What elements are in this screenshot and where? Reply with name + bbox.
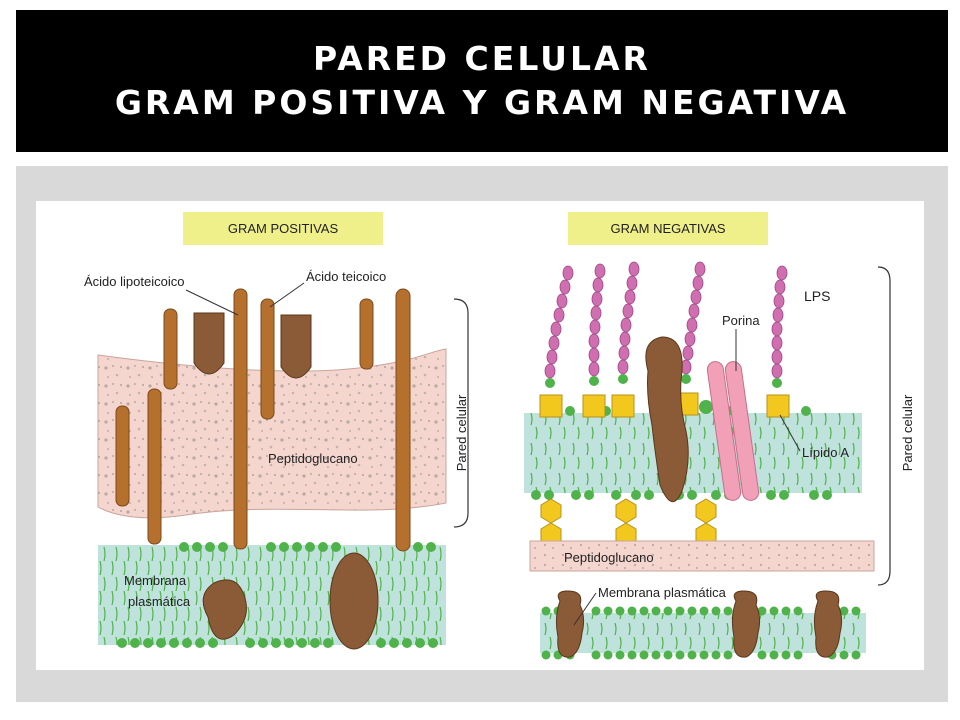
gram-positive-panel: GRAM POSITIVAS — [84, 212, 469, 650]
gram-negative-panel: GRAM NEGATIVAS — [524, 212, 915, 660]
gram-negative-header-bg — [568, 212, 768, 245]
gram-positive-membrane-label-2: plasmática — [128, 594, 191, 609]
lipoteichoic-pointer — [185, 289, 239, 316]
gram-positive-peptidoglycan-label: Peptidoglucano — [268, 451, 358, 466]
gram-positive-membrane-label-1: Membrana — [124, 573, 187, 588]
membrane-proteins — [202, 552, 379, 650]
teichoic-acid-label: Ácido teicoico — [306, 269, 386, 284]
gram-negative-membrane-label: Membrana plasmática — [598, 585, 727, 600]
lps-chain-2 — [588, 263, 606, 377]
lipoteichoic-acid-label: Ácido lipoteicoico — [84, 274, 184, 289]
gram-negative-peptidoglycan-label: Peptidoglucano — [564, 550, 654, 565]
gram-negative-header: GRAM NEGATIVAS — [610, 221, 725, 236]
gram-positive-header: GRAM POSITIVAS — [228, 221, 339, 236]
membrane-outer-heads — [179, 542, 436, 552]
peptidoglycan-layer — [97, 348, 447, 519]
gram-negative-wall-label: Pared celular — [900, 394, 915, 471]
lipid-a-pointer — [779, 414, 801, 452]
lps-label: LPS — [804, 288, 830, 304]
gram-positive-header-bg — [183, 212, 383, 245]
cell-wall-diagram: GRAM POSITIVAS — [36, 201, 924, 670]
teichoic-pointer — [269, 282, 305, 308]
outer-membrane — [524, 413, 862, 493]
lps-core-circles — [545, 374, 782, 388]
diagram-svg: GRAM POSITIVAS — [84, 212, 915, 660]
teichoic-acid-rods — [115, 288, 411, 552]
lps-chains — [544, 261, 788, 379]
lps-chain-1 — [544, 265, 574, 379]
plasma-membrane — [98, 545, 446, 645]
title-banner: PARED CELULAR GRAM POSITIVA Y GRAM NEGAT… — [16, 10, 948, 152]
gram-negative-wall-bracket — [877, 266, 891, 586]
title-line-1: PARED CELULAR — [313, 39, 651, 78]
title-line-2: GRAM POSITIVA Y GRAM NEGATIVA — [114, 83, 850, 122]
membrane-pointer — [573, 592, 597, 626]
plasma-membrane-proteins — [555, 590, 843, 658]
lps-chain-4 — [680, 261, 706, 375]
lipid-a-label: Lípido A — [802, 445, 849, 460]
outer-membrane-protein — [645, 336, 689, 502]
lps-chain-5 — [771, 265, 788, 379]
gram-positive-wall-label: Pared celular — [454, 394, 469, 471]
porin — [706, 361, 760, 501]
porin-label: Porina — [722, 313, 760, 328]
teichoic-acid-blocks — [193, 312, 312, 379]
lipoprotein-hexagons — [540, 498, 717, 548]
membrane-inner-heads — [117, 638, 438, 648]
lps-chain-3 — [617, 261, 640, 375]
gram-negative-plasma-membrane — [540, 613, 866, 653]
gram-positive-wall-bracket — [453, 298, 469, 528]
gram-negative-peptidoglycan — [529, 540, 875, 572]
outer-membrane-bottom-heads — [531, 490, 832, 500]
